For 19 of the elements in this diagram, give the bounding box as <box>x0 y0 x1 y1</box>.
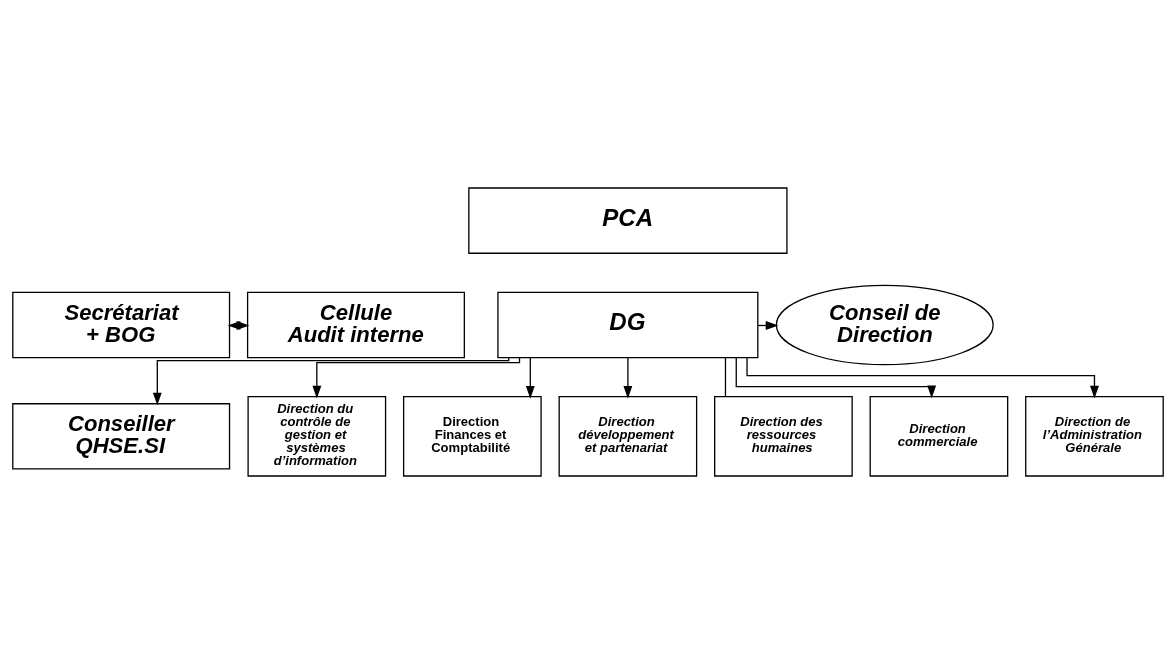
node-box: Direction Finances et Comptabilité <box>403 395 542 477</box>
arrow <box>623 356 633 399</box>
node-box: Direction de l’Administration Générale <box>1025 395 1164 477</box>
arrow <box>312 356 521 398</box>
connector <box>724 356 727 397</box>
arrow <box>525 356 535 399</box>
arrow <box>152 356 510 405</box>
node-ellipse: Conseil de Direction <box>775 284 994 365</box>
node-box: PCA <box>468 186 788 254</box>
node-box: Conseiller QHSE.SI <box>12 402 231 470</box>
node-box: Direction des ressources humaines <box>714 395 853 477</box>
node-box: DG <box>497 291 759 358</box>
node-box: Direction du contrôle de gestion et systèmes d’information <box>247 395 387 477</box>
node-box: Direction commerciale <box>869 395 1009 477</box>
node-box: Cellule Audit interne <box>246 291 465 358</box>
arrow <box>746 356 1099 398</box>
arrow <box>735 356 937 398</box>
node-box: Secrétariat + BOG <box>12 291 231 358</box>
node-box: Direction développement et partenariat <box>558 395 698 477</box>
